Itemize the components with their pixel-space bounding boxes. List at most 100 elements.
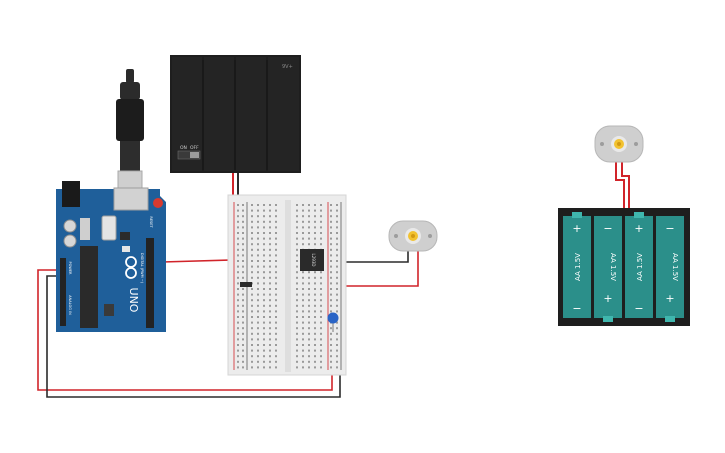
breadboard-hole[interactable] — [263, 310, 265, 313]
breadboard-hole[interactable] — [275, 254, 277, 257]
breadboard-hole[interactable] — [263, 304, 265, 307]
breadboard-hole[interactable] — [257, 360, 259, 363]
breadboard-hole[interactable] — [296, 237, 298, 240]
breadboard-hole[interactable] — [296, 344, 298, 346]
breadboard-hole[interactable] — [308, 355, 310, 358]
breadboard-hole[interactable] — [275, 265, 277, 268]
breadboard-hole[interactable] — [320, 360, 322, 363]
breadboard-hole[interactable] — [308, 237, 310, 240]
capacitor-icon[interactable] — [327, 312, 339, 333]
breadboard-hole[interactable] — [257, 265, 259, 268]
breadboard-hole[interactable] — [257, 321, 259, 324]
breadboard-hole[interactable] — [308, 215, 310, 218]
breadboard-hole[interactable] — [257, 355, 259, 358]
breadboard-hole[interactable] — [237, 209, 239, 212]
breadboard-hole[interactable] — [237, 316, 239, 318]
breadboard-hole[interactable] — [302, 338, 304, 341]
breadboard-hole[interactable] — [251, 204, 253, 206]
breadboard-hole[interactable] — [275, 282, 277, 285]
breadboard-hole[interactable] — [314, 293, 316, 296]
breadboard-hole[interactable] — [330, 293, 332, 296]
breadboard-hole[interactable] — [275, 220, 277, 223]
breadboard-hole[interactable] — [302, 204, 304, 206]
breadboard-hole[interactable] — [314, 226, 316, 229]
breadboard-hole[interactable] — [336, 321, 338, 324]
breadboard-hole[interactable] — [320, 276, 322, 279]
breadboard-hole[interactable] — [251, 332, 253, 335]
breadboard-hole[interactable] — [302, 288, 304, 290]
breadboard-hole[interactable] — [251, 304, 253, 307]
breadboard-hole[interactable] — [330, 299, 332, 302]
breadboard-hole[interactable] — [308, 288, 310, 290]
breadboard-hole[interactable] — [275, 355, 277, 358]
breadboard-hole[interactable] — [330, 209, 332, 212]
breadboard-hole[interactable] — [263, 248, 265, 251]
breadboard-hole[interactable] — [237, 243, 239, 246]
breadboard-hole[interactable] — [302, 349, 304, 352]
breadboard-hole[interactable] — [263, 282, 265, 285]
breadboard-hole[interactable] — [237, 265, 239, 268]
breadboard-hole[interactable] — [257, 338, 259, 341]
breadboard-hole[interactable] — [296, 204, 298, 206]
breadboard-hole[interactable] — [263, 254, 265, 257]
breadboard-hole[interactable] — [269, 220, 271, 223]
breadboard-hole[interactable] — [263, 232, 265, 234]
breadboard-hole[interactable] — [242, 321, 244, 324]
breadboard-hole[interactable] — [269, 349, 271, 352]
breadboard-hole[interactable] — [275, 332, 277, 335]
breadboard-hole[interactable] — [320, 349, 322, 352]
breadboard-hole[interactable] — [242, 310, 244, 313]
breadboard-hole[interactable] — [242, 299, 244, 302]
breadboard-hole[interactable] — [296, 316, 298, 318]
breadboard-hole[interactable] — [263, 355, 265, 358]
breadboard-hole[interactable] — [302, 276, 304, 279]
breadboard-hole[interactable] — [251, 254, 253, 257]
breadboard-hole[interactable] — [336, 344, 338, 346]
breadboard-hole[interactable] — [257, 204, 259, 206]
breadboard-hole[interactable] — [308, 243, 310, 246]
breadboard-hole[interactable] — [257, 276, 259, 279]
breadboard-hole[interactable] — [242, 355, 244, 358]
breadboard-hole[interactable] — [251, 299, 253, 302]
breadboard-hole[interactable] — [251, 232, 253, 234]
breadboard-hole[interactable] — [257, 332, 259, 335]
wire-right-motor-red[interactable] — [615, 162, 625, 210]
breadboard-hole[interactable] — [269, 243, 271, 246]
breadboard-hole[interactable] — [275, 237, 277, 240]
breadboard-hole[interactable] — [302, 293, 304, 296]
breadboard-hole[interactable] — [263, 265, 265, 268]
breadboard-hole[interactable] — [242, 360, 244, 363]
breadboard-hole[interactable] — [269, 321, 271, 324]
breadboard-hole[interactable] — [330, 265, 332, 268]
breadboard-hole[interactable] — [296, 265, 298, 268]
breadboard-hole[interactable] — [275, 360, 277, 363]
breadboard-hole[interactable] — [275, 215, 277, 218]
breadboard-hole[interactable] — [237, 276, 239, 279]
breadboard-hole[interactable] — [330, 226, 332, 229]
breadboard-hole[interactable] — [336, 243, 338, 246]
battery-switch[interactable] — [177, 150, 201, 160]
breadboard-hole[interactable] — [269, 293, 271, 296]
breadboard-hole[interactable] — [336, 332, 338, 335]
breadboard-hole[interactable] — [336, 310, 338, 313]
breadboard-hole[interactable] — [320, 209, 322, 212]
breadboard-hole[interactable] — [336, 349, 338, 352]
breadboard-hole[interactable] — [296, 293, 298, 296]
breadboard-hole[interactable] — [257, 260, 259, 262]
breadboard-hole[interactable] — [263, 332, 265, 335]
breadboard-hole[interactable] — [257, 366, 259, 369]
breadboard-hole[interactable] — [242, 265, 244, 268]
breadboard-hole[interactable] — [336, 282, 338, 285]
breadboard-hole[interactable] — [251, 338, 253, 341]
breadboard-hole[interactable] — [275, 310, 277, 313]
breadboard-hole[interactable] — [251, 265, 253, 268]
breadboard-hole[interactable] — [275, 344, 277, 346]
digital-header[interactable] — [146, 238, 154, 328]
breadboard-hole[interactable] — [251, 209, 253, 212]
breadboard-hole[interactable] — [296, 299, 298, 302]
breadboard-hole[interactable] — [257, 327, 259, 330]
dc-motor-icon[interactable] — [388, 220, 438, 252]
breadboard-hole[interactable] — [269, 355, 271, 358]
breadboard-hole[interactable] — [237, 349, 239, 352]
breadboard-hole[interactable] — [269, 248, 271, 251]
